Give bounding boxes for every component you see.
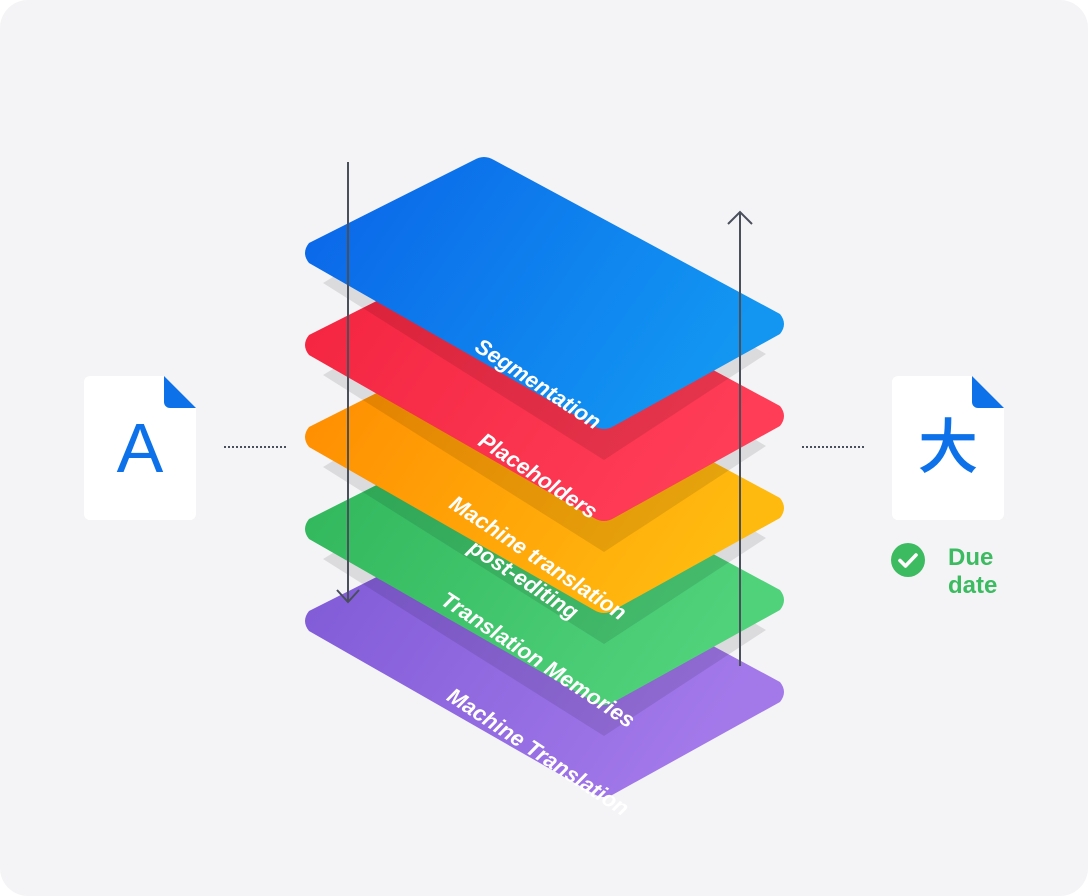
source-connector [224,446,286,448]
target-language-glyph: 大 [918,415,977,480]
flow-arrows [336,162,753,666]
document-icon [84,376,196,520]
layer-plate [305,157,784,429]
source-document: A [84,376,196,520]
document-icon [892,376,1004,520]
layer-segmentation: Segmentation [305,157,784,460]
check-circle-icon [891,543,925,577]
target-connector [802,446,864,448]
source-language-glyph: A [116,409,164,487]
up-arrow-head [727,210,753,225]
due-date-label: Due date [948,544,998,599]
target-document: 大 [892,376,1004,520]
due-date-badge: Due date [890,542,1030,602]
down-arrow-head [336,589,360,604]
